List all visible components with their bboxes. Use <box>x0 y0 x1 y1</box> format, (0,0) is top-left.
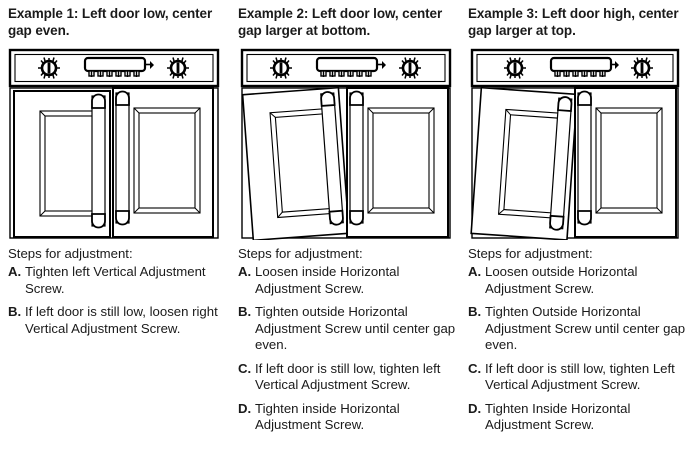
appliance-doors-left-low-even-gap-svg <box>8 48 220 239</box>
left-door <box>13 90 111 238</box>
example-3-diagram <box>468 48 684 240</box>
right-door-handle <box>349 90 364 226</box>
right-door <box>112 87 214 238</box>
step-item: B. If left door is still low, loosen rig… <box>8 304 230 337</box>
step-letter: A. <box>238 264 252 279</box>
horizontal-adjustment-screw-block-icon <box>549 56 619 77</box>
step-letter: B. <box>8 304 22 319</box>
left-door-handle <box>91 93 106 229</box>
horizontal-adjustment-screw-block-icon <box>83 56 154 77</box>
step-letter: A. <box>8 264 22 279</box>
example-1-steps: Steps for adjustment: A. Tighten left Ve… <box>8 246 230 344</box>
steps-heading: Steps for adjustment: <box>238 246 363 261</box>
example-1-diagram <box>8 48 222 240</box>
left-door-handle <box>320 91 344 226</box>
step-letter: C. <box>468 360 482 376</box>
step-text: If left door is still low, tighten Left … <box>485 360 675 393</box>
example-1-title: Example 1: Left door low, center gap eve… <box>8 6 213 38</box>
example-3-steps: Steps for adjustment: A. Loosen outside … <box>468 246 687 441</box>
step-text: Loosen outside Horizontal Adjustment Scr… <box>485 264 638 296</box>
left-vertical-adjustment-screw-dial-icon <box>504 57 526 79</box>
right-vertical-adjustment-screw-dial-icon <box>167 57 189 79</box>
left-door-handle <box>549 96 573 231</box>
right-door <box>574 87 677 238</box>
left-door <box>470 86 578 240</box>
step-text: Tighten Outside Horizontal Adjustment Sc… <box>485 304 686 352</box>
step-item: A. Loosen outside Horizontal Adjustment … <box>468 264 687 297</box>
step-text: If left door is still low, tighten left … <box>255 360 441 393</box>
step-letter: A. <box>468 264 482 279</box>
step-item: A. Tighten left Vertical Adjustment Scre… <box>8 264 230 297</box>
step-item: B. Tighten outside Horizontal Adjustment… <box>238 304 462 354</box>
example-column-1: Example 1: Left door low, center gap eve… <box>0 0 229 471</box>
steps-heading: Steps for adjustment: <box>8 246 133 261</box>
right-vertical-adjustment-screw-dial-icon <box>631 57 653 79</box>
left-vertical-adjustment-screw-dial-icon <box>270 57 292 79</box>
left-door <box>241 86 350 240</box>
example-column-2: Example 2: Left door low, center gap lar… <box>232 0 461 471</box>
step-letter: B. <box>468 304 482 319</box>
step-letter: C. <box>238 360 252 376</box>
step-text: Tighten left Vertical Adjustment Screw. <box>25 264 206 296</box>
step-item: C. If left door is still low, tighten Le… <box>468 361 687 394</box>
appliance-doors-left-high-gap-larger-top-svg <box>470 48 680 240</box>
right-door <box>346 87 449 238</box>
step-item: C. If left door is still low, tighten le… <box>238 361 462 394</box>
step-item: A. Loosen inside Horizontal Adjustment S… <box>238 264 462 297</box>
example-column-3: Example 3: Left door high, center gap la… <box>462 0 687 471</box>
step-text: Loosen inside Horizontal Adjustment Scre… <box>255 264 400 296</box>
appliance-doors-left-low-gap-larger-bottom-svg <box>240 48 452 240</box>
step-letter: D. <box>238 400 252 416</box>
step-letter: B. <box>238 304 252 319</box>
example-2-steps: Steps for adjustment: A. Loosen inside H… <box>238 246 462 441</box>
step-text: Tighten Inside Horizontal Adjustment Scr… <box>485 400 631 433</box>
example-2-title: Example 2: Left door low, center gap lar… <box>238 6 443 38</box>
example-2-diagram <box>238 48 456 240</box>
right-door-handle <box>577 90 592 226</box>
step-item: D. Tighten inside Horizontal Adjustment … <box>238 401 462 434</box>
step-item: B. Tighten Outside Horizontal Adjustment… <box>468 304 687 354</box>
step-text: If left door is still low, loosen right … <box>25 304 218 336</box>
left-vertical-adjustment-screw-dial-icon <box>38 57 60 79</box>
right-vertical-adjustment-screw-dial-icon <box>399 57 421 79</box>
step-text: Tighten inside Horizontal Adjustment Scr… <box>255 400 400 433</box>
step-text: Tighten outside Horizontal Adjustment Sc… <box>255 304 456 352</box>
horizontal-adjustment-screw-block-icon <box>315 56 386 77</box>
step-item: D. Tighten Inside Horizontal Adjustment … <box>468 401 687 434</box>
example-3-title: Example 3: Left door high, center gap la… <box>468 6 679 38</box>
right-door-handle <box>115 90 130 226</box>
step-letter: D. <box>468 400 482 416</box>
steps-heading: Steps for adjustment: <box>468 246 593 261</box>
